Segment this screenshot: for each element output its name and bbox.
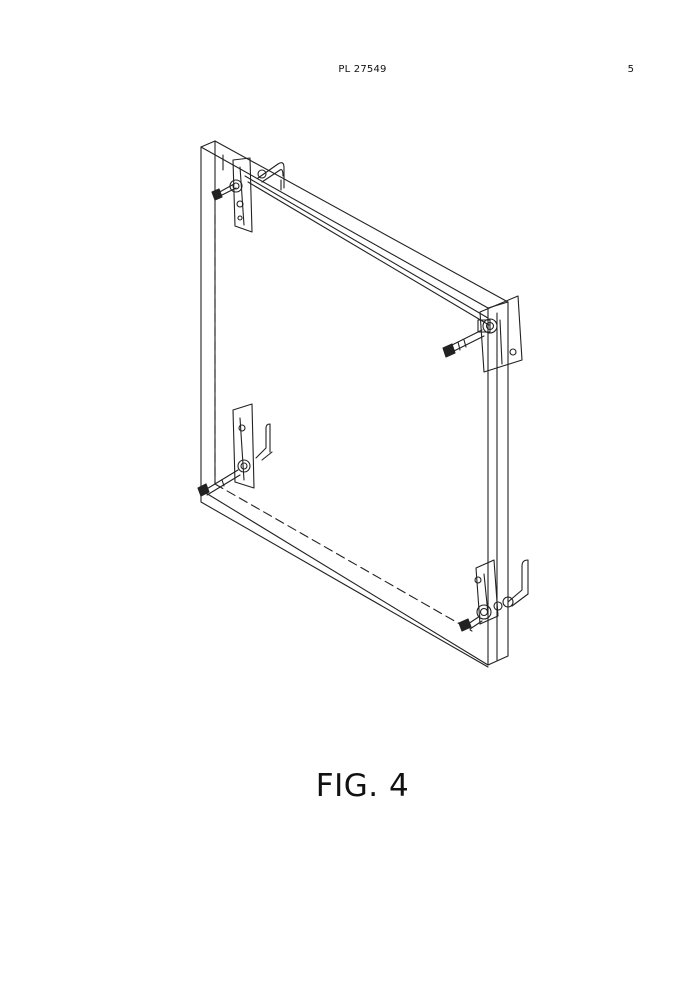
figure-caption: FIG. 4 (315, 768, 410, 804)
document-number: PL 27549 (338, 64, 387, 75)
bracket-bottom-left (197, 403, 273, 497)
page-header: PL 27549 5 (0, 64, 700, 80)
page-number: 5 (627, 64, 634, 75)
frame-body (200, 140, 509, 668)
bracket-top-left (211, 157, 285, 233)
hidden-edges (214, 214, 473, 632)
bracket-top-right (442, 295, 523, 373)
bracket-bottom-right (458, 559, 529, 632)
